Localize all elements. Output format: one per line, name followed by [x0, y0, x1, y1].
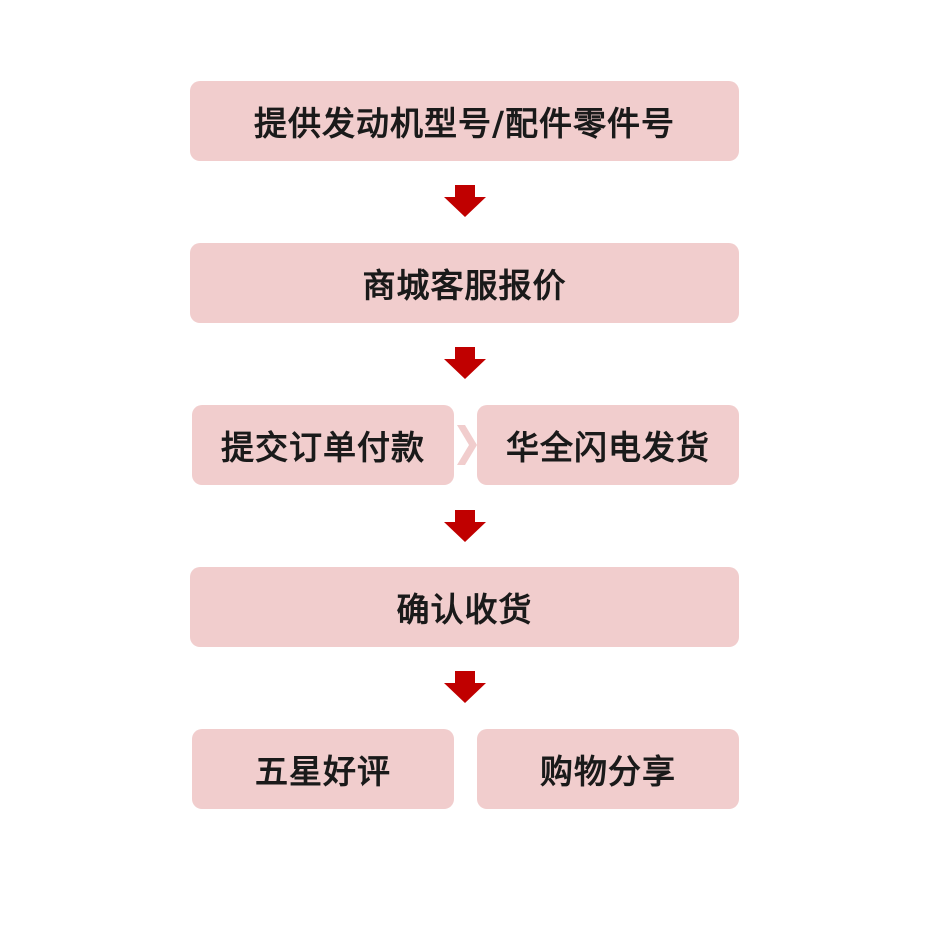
- step-share-purchase-label: 购物分享: [540, 752, 676, 791]
- step-five-star-review: 五星好评: [192, 729, 454, 809]
- step-provide-model-number: 提供发动机型号/配件零件号: [190, 81, 739, 161]
- step-provide-model-number-label: 提供发动机型号/配件零件号: [253, 104, 676, 143]
- step-lightning-shipping-label: 华全闪电发货: [506, 428, 710, 467]
- step-customer-service-quote: 商城客服报价: [190, 243, 739, 323]
- arrow-down-icon: [444, 185, 486, 217]
- step-confirm-receipt-label: 确认收货: [396, 590, 533, 629]
- step-five-star-review-label: 五星好评: [255, 752, 391, 791]
- arrow-right-icon: [457, 425, 477, 465]
- step-share-purchase: 购物分享: [477, 729, 739, 809]
- step-submit-order-payment-label: 提交订单付款: [221, 428, 425, 467]
- step-submit-order-payment: 提交订单付款: [192, 405, 454, 485]
- arrow-down-icon: [444, 510, 486, 542]
- arrow-down-icon: [444, 671, 486, 703]
- step-confirm-receipt: 确认收货: [190, 567, 739, 647]
- arrow-down-icon: [444, 347, 486, 379]
- step-customer-service-quote-label: 商城客服报价: [362, 266, 567, 305]
- step-lightning-shipping: 华全闪电发货: [477, 405, 739, 485]
